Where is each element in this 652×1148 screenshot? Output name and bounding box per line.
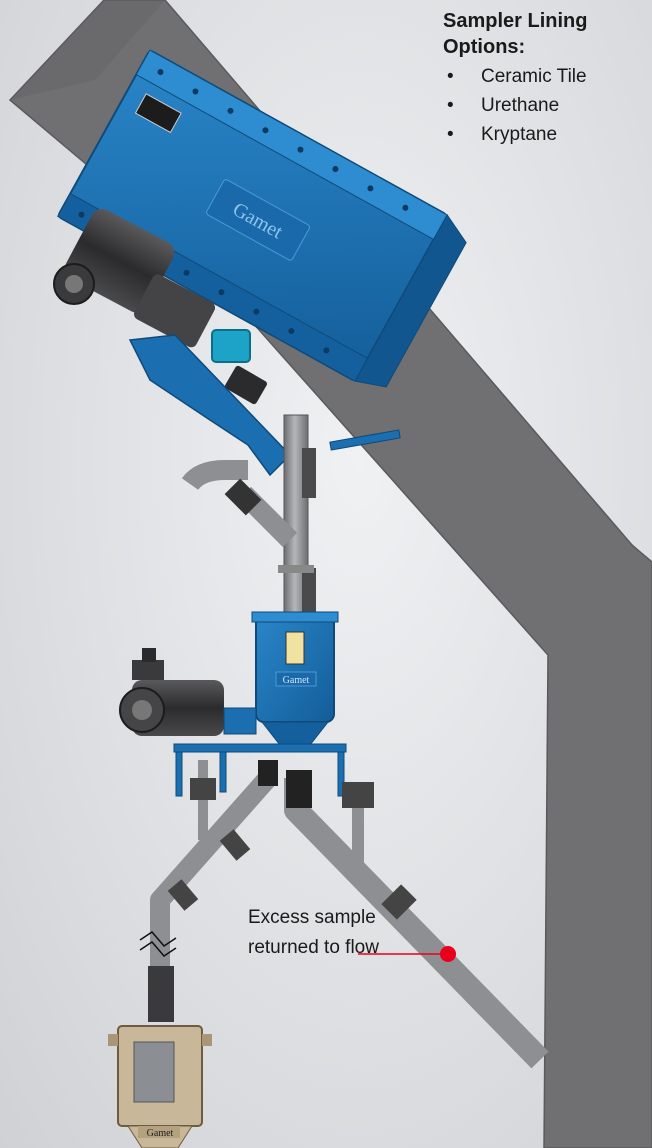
divider-pipes (150, 760, 549, 1069)
lining-option-item: Kryptane (443, 120, 648, 149)
lining-options-title: Sampler Lining Options: (443, 10, 588, 58)
lining-option-item: Urethane (443, 91, 648, 120)
lining-options-list: Ceramic Tile Urethane Kryptane (443, 62, 648, 149)
secondary-sampler: Gamet (251, 611, 339, 746)
lining-options-panel: Sampler Lining Options: Ceramic Tile Ure… (443, 8, 648, 149)
primary-drive-motor (53, 209, 267, 405)
secondary-drive-motor (119, 648, 257, 736)
lining-option-item: Ceramic Tile (443, 62, 648, 91)
secondary-brand-label: Gamet (283, 675, 310, 686)
pipe-break-symbol (139, 931, 177, 957)
primary-sampler-housing: Gamet (57, 49, 467, 388)
excess-sample-callout: Excess sample returned to flow (248, 907, 379, 958)
callout-marker (440, 946, 456, 962)
collector-brand-label: Gamet (147, 1128, 174, 1139)
secondary-stand (173, 743, 347, 797)
sample-collector: Gamet (108, 966, 212, 1148)
chute-upper-shadow (10, 0, 165, 100)
housing-outlet-flange (329, 429, 401, 451)
bypass-elbow (181, 460, 298, 548)
motor-mount-bracket (128, 334, 292, 477)
